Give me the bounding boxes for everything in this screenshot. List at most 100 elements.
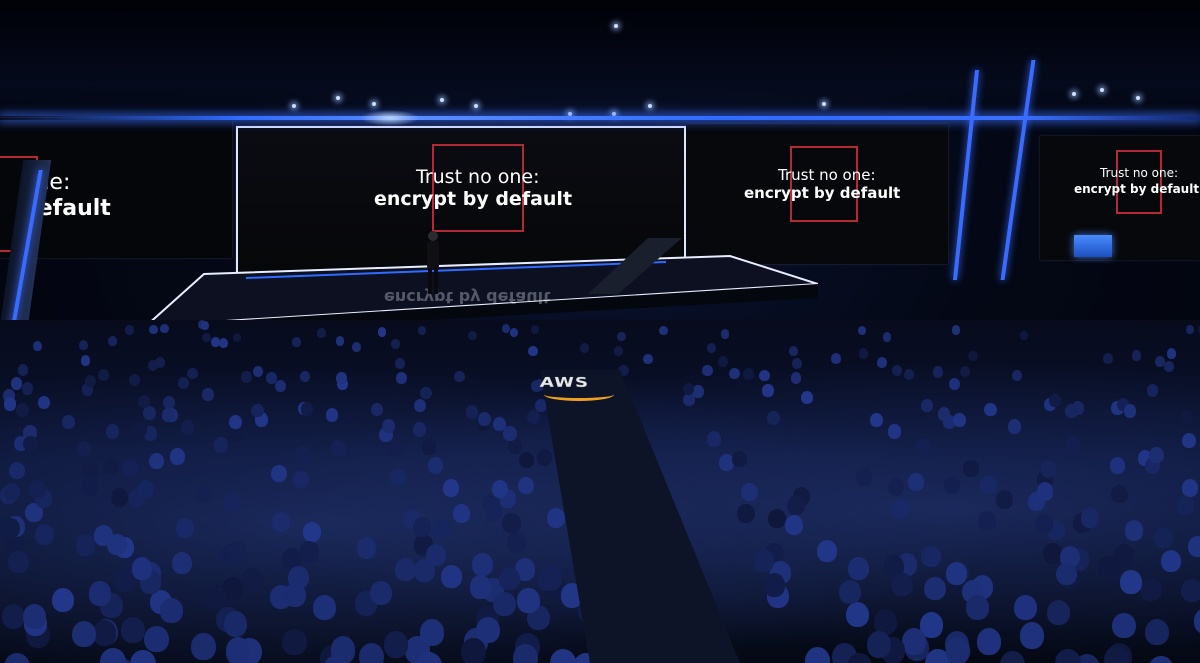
ceiling-light bbox=[336, 96, 340, 100]
audience-member bbox=[266, 372, 277, 384]
audience-member bbox=[924, 576, 946, 601]
audience-member bbox=[129, 373, 141, 386]
audience-member bbox=[1098, 556, 1119, 579]
audience-member bbox=[560, 583, 583, 608]
audience-member bbox=[1180, 409, 1194, 425]
audience-member bbox=[919, 611, 944, 638]
audience-member bbox=[282, 548, 303, 571]
audience-member bbox=[932, 366, 944, 378]
audience-member bbox=[299, 370, 311, 383]
ceiling-light bbox=[474, 104, 478, 108]
audience-member bbox=[335, 335, 345, 346]
audience-member bbox=[1166, 348, 1177, 359]
audience-member bbox=[618, 364, 629, 377]
audience-member bbox=[1185, 325, 1194, 335]
audience-member bbox=[1193, 608, 1200, 635]
audience-member bbox=[414, 559, 435, 582]
audience-member bbox=[211, 337, 221, 347]
audience-member bbox=[763, 573, 786, 597]
audience-member bbox=[614, 345, 624, 357]
audience-member bbox=[176, 517, 195, 538]
audience-member bbox=[4, 397, 17, 411]
audience-member bbox=[377, 327, 387, 337]
audience-member bbox=[271, 464, 287, 482]
ceiling-light bbox=[440, 98, 444, 102]
audience-member bbox=[891, 499, 910, 519]
audience-member bbox=[537, 567, 559, 592]
audience-member bbox=[1154, 355, 1165, 367]
audience-member bbox=[131, 557, 153, 580]
audience-member bbox=[948, 377, 960, 390]
slide-title-line1: Trust no one: bbox=[1100, 166, 1179, 180]
audience-member bbox=[2, 603, 26, 629]
audience-member bbox=[325, 408, 339, 422]
audience-member bbox=[683, 393, 696, 407]
audience-member bbox=[1120, 570, 1142, 594]
audience-member bbox=[1182, 433, 1197, 449]
audience-member bbox=[788, 346, 799, 357]
audience-member bbox=[682, 382, 695, 396]
audience-member bbox=[292, 470, 309, 489]
slide-frame-accent bbox=[1116, 150, 1162, 214]
audience-member bbox=[945, 636, 971, 663]
center-aisle bbox=[500, 370, 740, 663]
audience-member bbox=[76, 440, 92, 457]
audience-member bbox=[317, 328, 326, 338]
ceiling-light bbox=[822, 102, 826, 106]
audience-member bbox=[390, 339, 400, 350]
slide-title-line2: encrypt by default bbox=[1074, 182, 1200, 196]
audience-member bbox=[3, 389, 16, 403]
audience-member bbox=[82, 383, 94, 396]
audience-member bbox=[144, 625, 169, 653]
audience-member bbox=[952, 412, 966, 427]
audience-member bbox=[352, 341, 362, 352]
audience-member bbox=[416, 652, 442, 663]
audience-member bbox=[142, 406, 156, 421]
ceiling-light bbox=[614, 24, 618, 28]
audience-member bbox=[381, 418, 395, 434]
audience-member bbox=[252, 365, 263, 378]
audience-member bbox=[768, 508, 787, 529]
slide-title-line1: Trust no one: bbox=[416, 166, 540, 188]
audience-member bbox=[388, 441, 403, 458]
audience-member bbox=[732, 450, 748, 468]
audience-member bbox=[229, 414, 243, 429]
audience-member bbox=[1111, 484, 1128, 504]
audience-member bbox=[148, 452, 164, 470]
audience-member bbox=[241, 567, 263, 591]
slide-title-line2: encrypt by default bbox=[744, 184, 901, 202]
audience-member bbox=[370, 402, 384, 417]
audience-member bbox=[22, 603, 46, 630]
slide-title-line2: encrypt by default bbox=[374, 188, 573, 210]
stage-ramp bbox=[588, 238, 682, 294]
audience-member bbox=[1011, 369, 1023, 382]
audience-member bbox=[790, 372, 802, 385]
audience-member bbox=[499, 567, 521, 591]
audience-member bbox=[202, 388, 214, 401]
audience-member bbox=[452, 503, 471, 524]
audience-member bbox=[907, 473, 924, 492]
audience-member bbox=[946, 562, 968, 586]
audience-member bbox=[1007, 419, 1021, 434]
audience-member bbox=[178, 376, 190, 390]
audience-member bbox=[1042, 542, 1063, 565]
audience-member bbox=[336, 377, 349, 391]
audience-member bbox=[195, 484, 213, 504]
ceiling-light bbox=[1100, 88, 1104, 92]
audience bbox=[0, 320, 1200, 663]
ceiling-light bbox=[568, 112, 572, 116]
audience-member bbox=[925, 649, 951, 663]
audience-member bbox=[767, 411, 780, 426]
audience-member bbox=[468, 330, 477, 341]
audience-member bbox=[579, 342, 589, 353]
audience-member bbox=[492, 416, 507, 432]
audience-member bbox=[414, 398, 427, 413]
audience-member bbox=[420, 386, 432, 400]
ceiling-light bbox=[372, 102, 376, 106]
audience-member bbox=[858, 325, 867, 335]
audience-member bbox=[1148, 655, 1175, 663]
audience-member bbox=[921, 398, 934, 412]
audience-member bbox=[431, 519, 451, 540]
audience-member bbox=[412, 517, 432, 538]
audience-member bbox=[225, 637, 251, 663]
